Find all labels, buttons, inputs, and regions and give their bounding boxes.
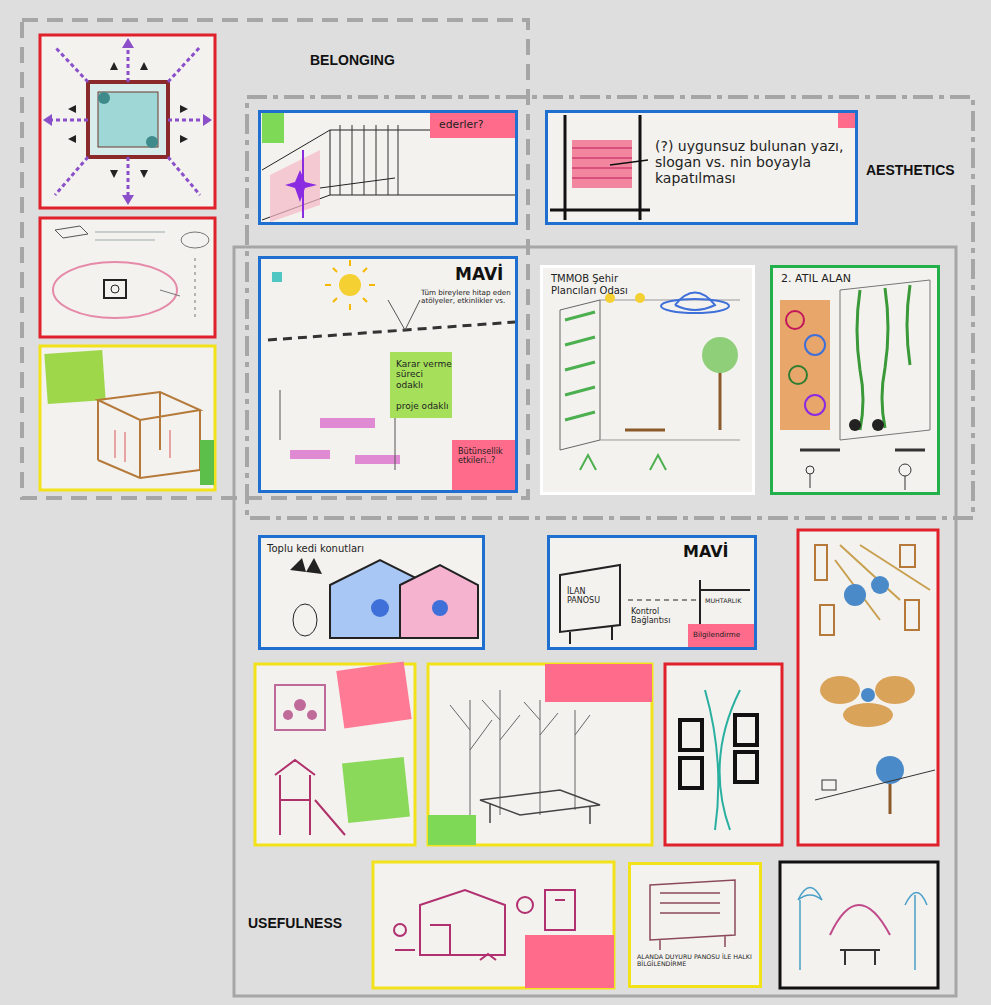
region-outline [245,95,975,520]
theme-label: USEFULNESS [248,915,368,931]
photo-frame: 2. ATIL ALAN [770,265,940,495]
handwritten-note: 2. ATIL ALAN [781,273,871,286]
theme-label: AESTHETICS [866,162,970,178]
handwritten-note: TMMOB Şehir Plancıları Odası [551,273,661,296]
region-outline [232,245,958,998]
ellipse-sketch [53,226,209,318]
cat-houses-sketch [290,558,478,638]
plan-sketch [43,38,212,205]
handwritten-note: Bütünsellik etkileri..? [458,447,516,466]
region-outline [20,18,530,500]
handwritten-note: Toplu kedi konutları [267,543,417,555]
handwritten-note: MUHTARLIK [705,597,757,604]
site-plan-sketch [815,545,935,814]
handwritten-note: (?) uygunsuz bulunan yazı, slogan vs. ni… [655,138,855,186]
tmmob-sketch [560,293,740,471]
photo-frame: MAVİ İLAN PANOSU Kontrol Bağlantısı MUHTARL… [547,535,757,650]
theme-region: AESTHETICS ederler? (?) uygunsuz bulunan y… [245,95,975,520]
trees-sketch [428,664,652,845]
arch-sketch [798,888,927,971]
playground-sketch [275,662,412,835]
photo-frame: TMMOB Şehir Plancıları Odası [540,265,755,495]
photo-frame: (?) uygunsuz bulunan yazı, slogan vs. ni… [545,110,858,225]
corridor-sketch [262,110,518,222]
handwritten-note: Tüm bireylere hitap eden atölyeler, etki… [421,289,517,306]
handwritten-note: ederler? [439,119,517,131]
handwritten-note: Kontrol Bağlantısı [631,607,687,625]
handwritten-note: Bilgilendirme [693,631,755,639]
photo-frame: ALANDA DUYURU PANOSU İLE HALKI BİLGİLEND… [628,862,762,988]
board-sketch [650,880,735,950]
photo-frame: MAVİ Tüm bireylere hitap eden atölyeler, … [258,256,518,493]
photo-grounds [40,35,940,988]
handwritten-note: proje odaklı [396,401,452,411]
theme-region: USEFULNESS MAVİ Tüm bireylere hitap eden a… [232,245,958,998]
mavi-scene-sketch [268,260,516,490]
houses-sketch [394,890,614,988]
notice-board-sketch [560,565,754,648]
handwritten-note: MAVİ [455,265,515,285]
handwritten-note: ALANDA DUYURU PANOSU İLE HALKI BİLGİLEND… [637,953,761,967]
wall-sketch [550,110,858,220]
blocks-sketch [680,690,757,830]
box-sketch [44,350,214,485]
handwritten-note: Karar verme süreci odaklı [396,359,452,390]
idle-area-sketch [780,280,930,490]
theme-region: BELONGING [20,18,530,500]
theme-label: BELONGING [310,52,460,68]
photo-frame: ederler? [258,110,518,225]
handwritten-note: MAVİ [683,543,753,561]
photo-frames [40,35,938,988]
photo-frame: Toplu kedi konutları [258,535,485,650]
handwritten-note: İLAN PANOSU [567,587,619,605]
